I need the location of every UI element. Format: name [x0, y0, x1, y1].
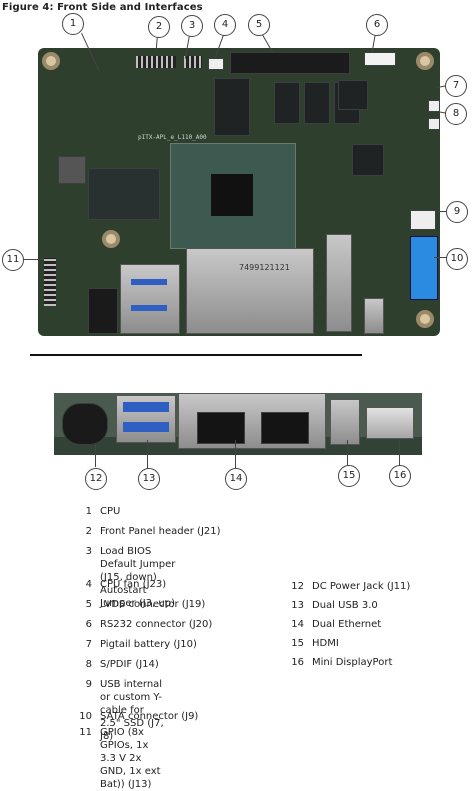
hdmi-edge: [330, 399, 360, 445]
callout-13: 13: [138, 468, 160, 490]
callout-12: 12: [85, 468, 107, 490]
cpu-package: [170, 143, 296, 249]
callout-5: 5: [248, 14, 270, 36]
gpio-header: [44, 258, 56, 306]
minidp-edge: [366, 407, 414, 439]
mount-hole: [102, 230, 120, 248]
callout-9: 9: [446, 201, 468, 223]
sata-connector: [410, 236, 438, 300]
callout-8: 8: [445, 103, 467, 125]
callout-3: 3: [181, 15, 203, 37]
ethernet-port-stack: 7499121121: [186, 248, 314, 334]
mount-hole: [42, 52, 60, 70]
callout-7: 7: [445, 75, 467, 97]
board-silkscreen: pITX-APL_e_L110_A00: [138, 134, 207, 141]
figure-title: Figure 4: Front Side and Interfaces: [2, 2, 203, 13]
rs232-connector: [364, 52, 396, 66]
callout-6: 6: [366, 14, 388, 36]
ethernet-stack-edge: [178, 393, 326, 449]
callout-4: 4: [214, 14, 236, 36]
board-photo-edge: [54, 393, 422, 455]
dc-jack-edge: [62, 403, 108, 445]
callout-11: 11: [2, 249, 24, 271]
usb-internal-connector: [410, 210, 436, 230]
jumper-header: [184, 56, 202, 68]
ethernet-chip-label: 7499121121: [239, 263, 290, 272]
controller-chip: [338, 80, 368, 110]
power-section: [88, 168, 160, 220]
board-photo-front: pITX-APL_e_L110_A00 7499121121: [38, 48, 440, 336]
callout-15: 15: [338, 465, 360, 487]
divider: [30, 354, 362, 356]
memory-chip: [214, 78, 250, 136]
callout-1: 1: [62, 13, 84, 35]
memory-chip: [274, 82, 300, 124]
callout-2: 2: [148, 16, 170, 38]
mount-hole: [416, 310, 434, 328]
hdmi-port: [326, 234, 352, 332]
cpu-die: [211, 174, 253, 216]
memory-chip: [304, 82, 330, 124]
inductor: [58, 156, 86, 184]
usb-port-stack: [120, 264, 180, 334]
dc-jack: [88, 288, 118, 334]
front-panel-header: [136, 56, 176, 68]
cpu-fan-connector: [208, 58, 224, 70]
callout-16: 16: [389, 465, 411, 487]
usb-stack-edge: [116, 395, 176, 443]
controller-chip: [352, 144, 384, 176]
lvds-connector: [230, 52, 350, 74]
callout-10: 10: [446, 248, 468, 270]
callout-14: 14: [225, 468, 247, 490]
mount-hole: [416, 52, 434, 70]
minidp-port: [364, 298, 384, 334]
battery-connector: [428, 100, 440, 112]
spdif-connector: [428, 118, 440, 130]
